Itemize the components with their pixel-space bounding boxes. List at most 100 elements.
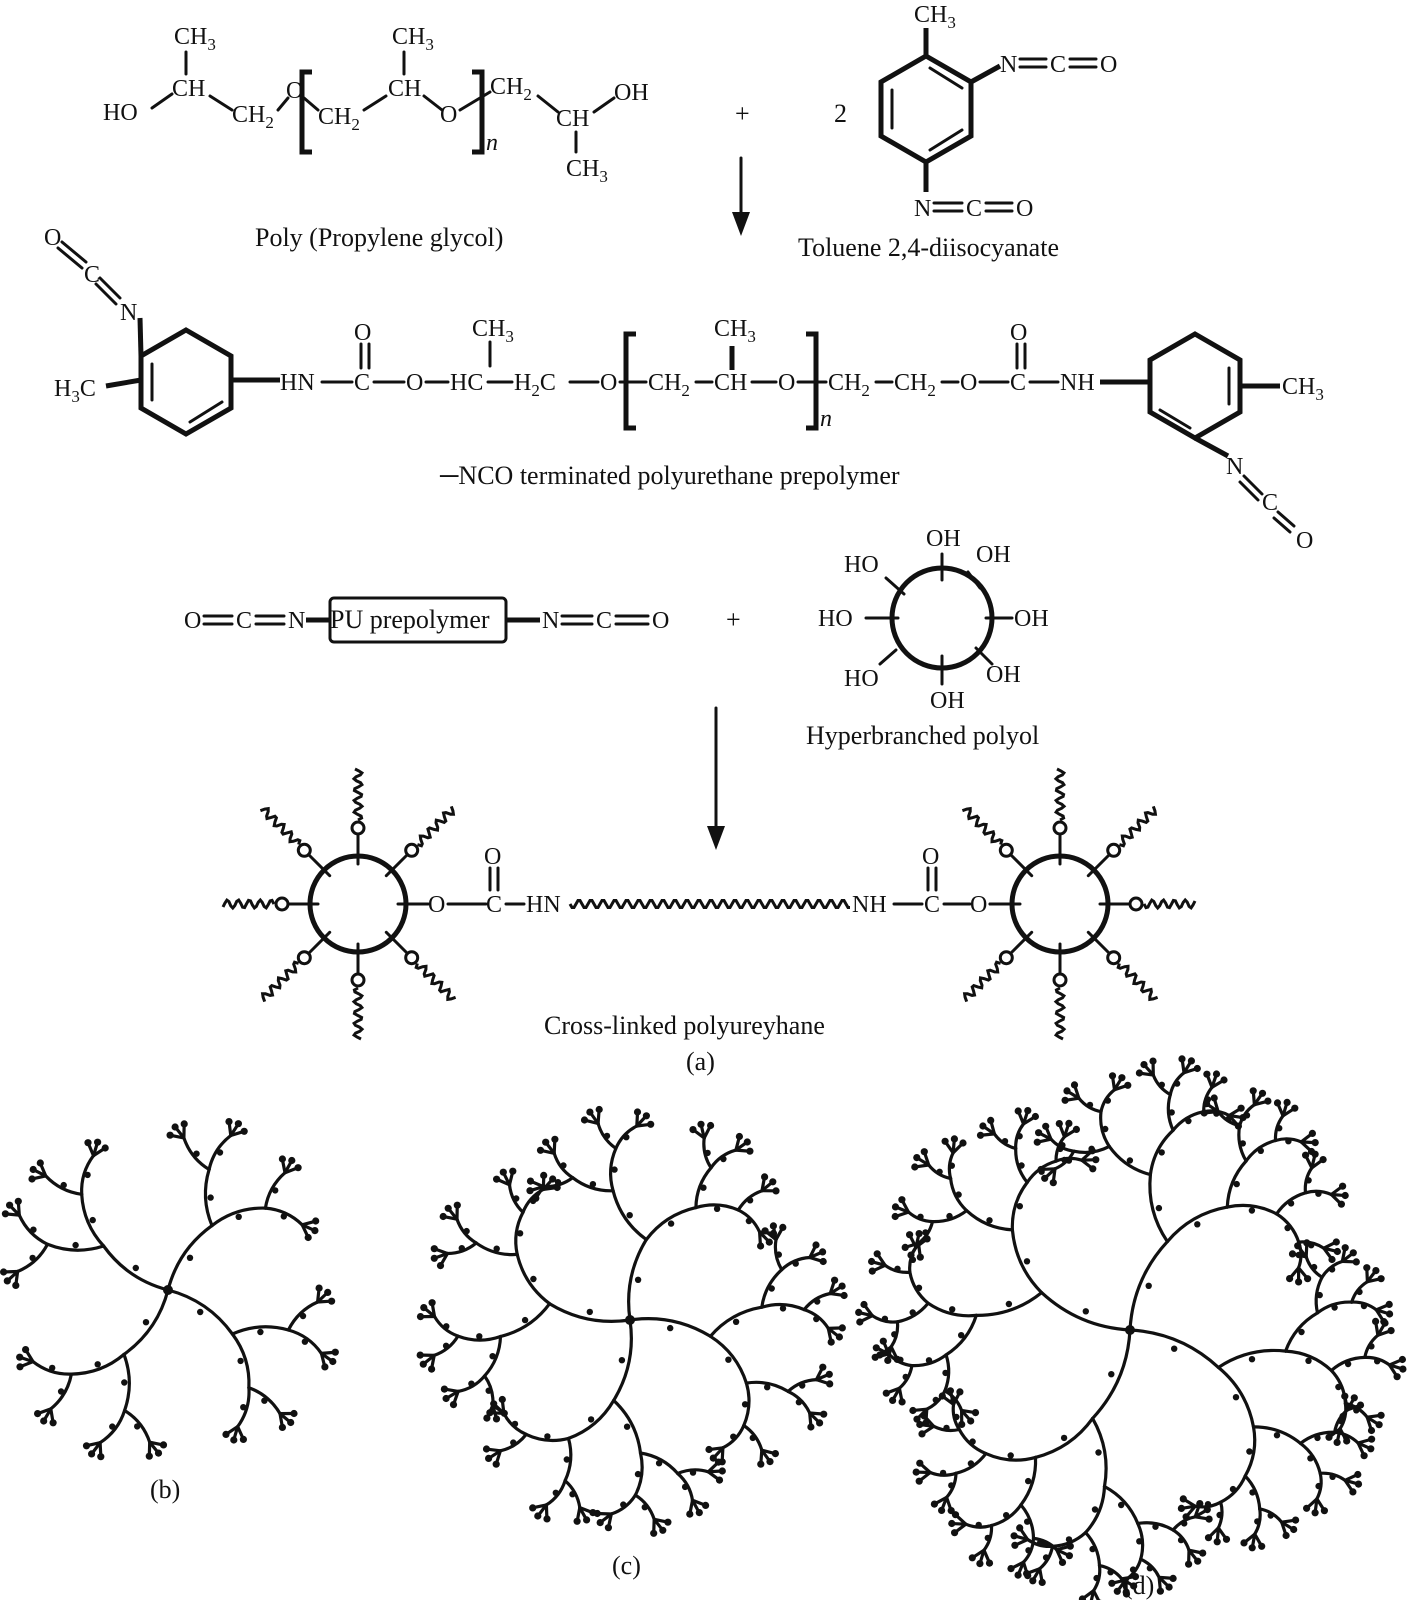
svg-text:CH2: CH2 [648, 370, 690, 400]
ppg-ch3-2: CH [566, 156, 599, 182]
prepolymer-ch2-b: CH [894, 370, 927, 396]
ppg-ho-left: HO [103, 100, 138, 126]
pu-o-right: O [652, 608, 669, 634]
prepolymer-left-h3c: H [54, 376, 71, 402]
ppg-oh-right: OH [614, 80, 649, 106]
ppg-ch2-2: CH [490, 74, 523, 100]
prepolymer-carbonyl-c-left: C [354, 370, 370, 396]
prepolymer-ether-o: O [600, 370, 617, 396]
link-o-left: O [428, 892, 445, 918]
prepolymer-repeat-n: n [820, 406, 832, 432]
svg-text:H2C: H2C [514, 370, 556, 400]
polyol-ho-left: HO [818, 606, 853, 632]
svg-text:CH2: CH2 [232, 102, 274, 132]
svg-text:H3C: H3C [54, 376, 96, 406]
reaction-arrow-1 [732, 156, 750, 236]
prepolymer-ch2-a: CH [828, 370, 861, 396]
crosslinked-right-node [961, 767, 1197, 1041]
prepolymer-ester-o-right: O [960, 370, 977, 396]
tdi-o-2: O [1016, 196, 1033, 222]
ppg-structure: HO CH CH3 CH2 O CH2 CH CH3 O n CH2 CH OH… [103, 24, 649, 186]
panel-label-c: (c) [612, 1551, 641, 1580]
tdi-coefficient: 2 [834, 99, 847, 128]
link-nh: NH [852, 892, 887, 918]
ppg-ch-1: CH [172, 76, 205, 102]
crosslinked-label: Cross-linked polyureyhane [544, 1011, 825, 1040]
polyol-label: Hyperbranched polyol [806, 721, 1039, 750]
prepolymer-carbonyl-c-right: C [1010, 370, 1026, 396]
polyol-oh-bottom: OH [930, 688, 965, 714]
svg-text:CH3: CH3 [714, 316, 756, 346]
dendrimer-generation-b [0, 1118, 339, 1461]
ppg-repeat-ch2: CH [318, 104, 351, 130]
prepolymer-right-c: C [1262, 490, 1278, 516]
link-c-right: C [924, 892, 940, 918]
polyol-oh-top: OH [926, 526, 961, 552]
tdi-structure: CH3 N C O N C O [878, 2, 1117, 222]
svg-text:CH3: CH3 [914, 2, 956, 32]
link-o-right: O [970, 892, 987, 918]
ppg-ch3-1: CH [174, 24, 207, 50]
link-carbonyl-o-left: O [484, 844, 501, 870]
prepolymer-nh-right: NH [1060, 370, 1095, 396]
plus-sign-1: + [735, 99, 750, 128]
svg-text:CH3: CH3 [472, 316, 514, 346]
dendrimer-generation-d [855, 1055, 1407, 1600]
tdi-n-2: N [914, 196, 931, 222]
prepolymer-left-c: C [84, 262, 100, 288]
tdi-c-1: C [1050, 52, 1066, 78]
svg-text:CH2: CH2 [490, 74, 532, 104]
prepolymer-right-o: O [1296, 528, 1313, 554]
prepolymer-repeat-ch3: CH [714, 316, 747, 342]
svg-text:CH3: CH3 [1282, 374, 1324, 404]
ppg-ether-o-1: O [286, 78, 303, 104]
prepolymer-ester-o-left: O [406, 370, 423, 396]
ppg-repeat-o: O [440, 102, 457, 128]
prepolymer-repeat-ch: CH [714, 370, 747, 396]
ppg-repeat-n: n [486, 130, 498, 156]
link-hn: HN [526, 892, 561, 918]
prepolymer-left-n: N [120, 300, 137, 326]
prepolymer-left-o: O [44, 225, 61, 251]
pu-n-left: N [288, 608, 305, 634]
svg-text:CH2: CH2 [828, 370, 870, 400]
svg-text:CH3: CH3 [566, 156, 608, 186]
ppg-repeat-ch3: CH [392, 24, 425, 50]
prepolymer-label: ─NCO terminated polyurethane prepolymer [439, 461, 900, 490]
tdi-n-1: N [1000, 52, 1017, 78]
tdi-ch3: CH [914, 2, 947, 28]
prepolymer-hc: HC [450, 370, 483, 396]
svg-text:CH2: CH2 [318, 104, 360, 134]
prepolymer-hn-left: HN [280, 370, 315, 396]
panel-label-a: (a) [686, 1047, 715, 1076]
reaction-arrow-2 [707, 706, 725, 850]
prepolymer-right-n: N [1226, 454, 1243, 480]
prepolymer-carbonyl-o-left: O [354, 320, 371, 346]
svg-text:CH2: CH2 [894, 370, 936, 400]
prepolymer-repeat-ch2: CH [648, 370, 681, 396]
polyol-oh-right: OH [1014, 606, 1049, 632]
plus-sign-2: + [726, 605, 741, 634]
ppg-ch-2: CH [556, 106, 589, 132]
dendrimer-generation-c [416, 1105, 848, 1537]
link-c-left: C [486, 892, 502, 918]
pu-c-left: C [236, 608, 252, 634]
link-carbonyl-o-right: O [922, 844, 939, 870]
pu-prepolymer-box-label: PU prepolymer [330, 605, 490, 634]
pu-o-left: O [184, 608, 201, 634]
pu-n-right: N [542, 608, 559, 634]
polyol-oh-bottom-right: OH [986, 662, 1021, 688]
prepolymer-carbonyl-o-right: O [1010, 320, 1027, 346]
hyperbranched-polyol-structure: OH HO OH HO OH HO OH OH [818, 526, 1049, 714]
ppg-ch2-1: CH [232, 102, 265, 128]
prepolymer-h2c: H [514, 370, 531, 396]
urethane-linkage: O C O HN NH C O O [404, 844, 1014, 918]
ppg-label: Poly (Propylene glycol) [255, 223, 503, 252]
svg-text:CH3: CH3 [392, 24, 434, 54]
tdi-o-1: O [1100, 52, 1117, 78]
panel-label-d: (d) [1124, 1571, 1154, 1600]
svg-text:CH3: CH3 [174, 24, 216, 54]
tdi-c-2: C [966, 196, 982, 222]
polyol-oh-top-right: OH [976, 542, 1011, 568]
